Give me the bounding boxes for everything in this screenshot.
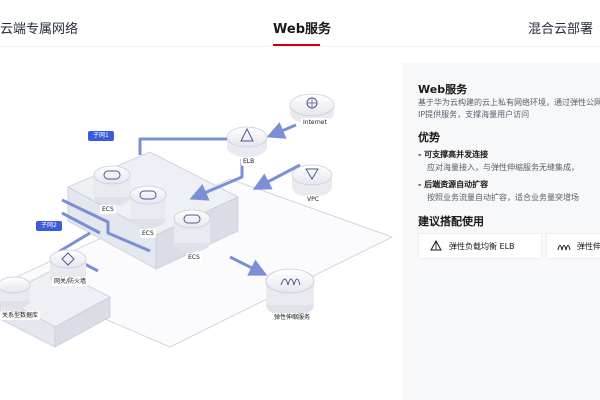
internet-label: Internet: [301, 118, 329, 127]
database-node: [0, 276, 31, 309]
tab-bar: 云端专属网络 Web服务 混合云部署: [0, 0, 600, 50]
load-balancer-icon: [430, 239, 442, 251]
recommend-card-label: 弹性负载均衡 ELB: [449, 242, 515, 251]
vpc-label: VPC: [305, 195, 321, 204]
recommend-title: 建议搭配使用: [418, 215, 484, 228]
panel-description: 基于华为云构建的云上私有网络环境，通过弹性公网IP提供服务，支撑海量用户访问: [418, 98, 600, 119]
panel-title: Web服务: [418, 83, 468, 96]
tab-web-service[interactable]: Web服务: [273, 22, 331, 37]
dash-bullet: -: [418, 180, 425, 189]
arrow-vpc-ecs: [252, 163, 301, 190]
advantage-heading: - 可支撑高并发连接: [418, 149, 488, 160]
active-tab-indicator: [273, 44, 320, 46]
ecs-node-1: [93, 165, 131, 206]
autoscaling-icon: [557, 245, 571, 251]
recommend-card-as[interactable]: 弹性伸缩 AS: [546, 233, 600, 259]
tab-dedicated-network[interactable]: 云端专属网络: [0, 22, 79, 37]
arrow-ecs-autoscaling: [229, 255, 268, 276]
internet-node: [289, 93, 335, 124]
tab-hybrid-cloud[interactable]: 混合云部署: [528, 22, 594, 37]
vpc-node: [291, 164, 333, 197]
ecs-node-2: [129, 185, 167, 228]
info-panel: Web服务 基于华为云构建的云上私有网络环境，通过弹性公网IP提供服务，支撑海量…: [402, 63, 600, 400]
autoscaling-node: [265, 268, 315, 317]
arrow-internet-elb: [266, 122, 297, 139]
elb-label: ELB: [241, 157, 257, 166]
advantage-heading-text: 后端资源自动扩容: [424, 180, 489, 189]
recommend-card-elb[interactable]: 弹性负载均衡 ELB: [418, 233, 542, 259]
gateway-label: 网关/防火墙: [52, 277, 89, 286]
advantage-heading: - 后端资源自动扩容: [418, 179, 488, 190]
autoscaling-label: 弹性伸缩服务: [272, 313, 313, 322]
ecs-label-1: ECS: [100, 205, 116, 214]
database-label: 关系型数据库: [0, 311, 41, 320]
ecs-label-2: ECS: [140, 229, 156, 238]
ecs-node-3: [173, 209, 211, 252]
ecs-label-3: ECS: [186, 253, 202, 262]
arrow-subnet2: [61, 211, 101, 235]
advantage-text: 应对海量接入，与弹性伸缩服务无缝集成，: [427, 163, 579, 172]
dash-bullet: -: [418, 150, 425, 159]
advantage-text: 按照业务流量自动扩容，适合业务量突增场: [427, 193, 579, 202]
subnet-1-tag: 子网1: [88, 131, 114, 141]
diagram-canvas: [0, 93, 394, 348]
tabs-divider: [0, 46, 600, 47]
arrow-elb-subnet: [138, 137, 230, 155]
advantages-title: 优势: [418, 131, 440, 144]
advantage-heading-text: 可支撑高并发连接: [424, 150, 489, 159]
recommend-card-label: 弹性伸缩 AS: [577, 242, 600, 251]
architecture-diagram: 子网1 子网2 Internet ELB VPC ECS ECS ECS 网关/…: [0, 47, 402, 400]
arrow-subnet-ecs: [61, 198, 151, 253]
elb-node: [226, 126, 268, 157]
subnet-2-tag: 子网2: [36, 221, 62, 231]
